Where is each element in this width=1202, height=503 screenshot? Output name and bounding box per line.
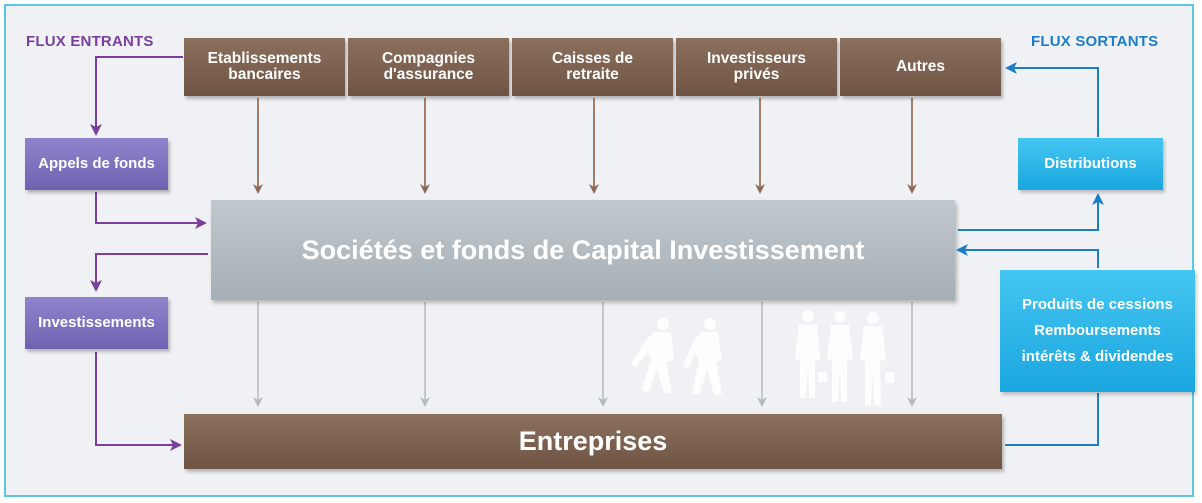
investor-banks-line2: bancaires <box>228 66 301 83</box>
inflow-label: FLUX ENTRANTS <box>26 33 154 50</box>
investor-insurance-line1: Compagnies <box>381 49 475 67</box>
distributions-box: Distributions <box>1018 138 1163 190</box>
pe-funds-label: Sociétés et fonds de Capital Investissem… <box>301 234 865 265</box>
proceeds-repayments-label: Remboursements <box>1034 321 1161 339</box>
proceeds-sales-label: Produits de cessions <box>1022 295 1173 313</box>
investments-label: Investissements <box>38 314 155 332</box>
people-silhouettes-icon <box>631 310 894 405</box>
companies-box: Entreprises <box>184 414 1002 469</box>
investor-banks-line1: Etablissements <box>207 49 322 67</box>
distributions-label: Distributions <box>1044 155 1137 173</box>
inflow-arrows <box>90 56 208 451</box>
investor-arrows <box>253 98 917 194</box>
capital-calls-label: Appels de fonds <box>38 155 155 173</box>
investor-private-line1: Investisseurs <box>706 49 807 67</box>
capital-calls-box: Appels de fonds <box>25 138 168 190</box>
funding-arrows <box>253 302 917 407</box>
investments-box: Investissements <box>25 297 168 349</box>
proceeds-box: Produits de cessions Remboursements inté… <box>1000 270 1195 392</box>
companies-label: Entreprises <box>518 426 668 457</box>
investor-others-box: Autres <box>840 38 1001 96</box>
outflow-arrows <box>956 62 1104 446</box>
investor-pension-line1: Caisses de <box>552 49 633 67</box>
outflow-label: FLUX SORTANTS <box>1031 33 1159 50</box>
proceeds-interest-label: intérêts & dividendes <box>1021 348 1174 366</box>
investor-pension-line2: retraite <box>566 66 619 83</box>
investor-private-line2: privés <box>733 66 780 83</box>
investor-insurance-line2: d'assurance <box>383 66 474 83</box>
pe-funds-box: Sociétés et fonds de Capital Investissem… <box>211 200 955 300</box>
investor-others-label: Autres <box>895 57 946 75</box>
